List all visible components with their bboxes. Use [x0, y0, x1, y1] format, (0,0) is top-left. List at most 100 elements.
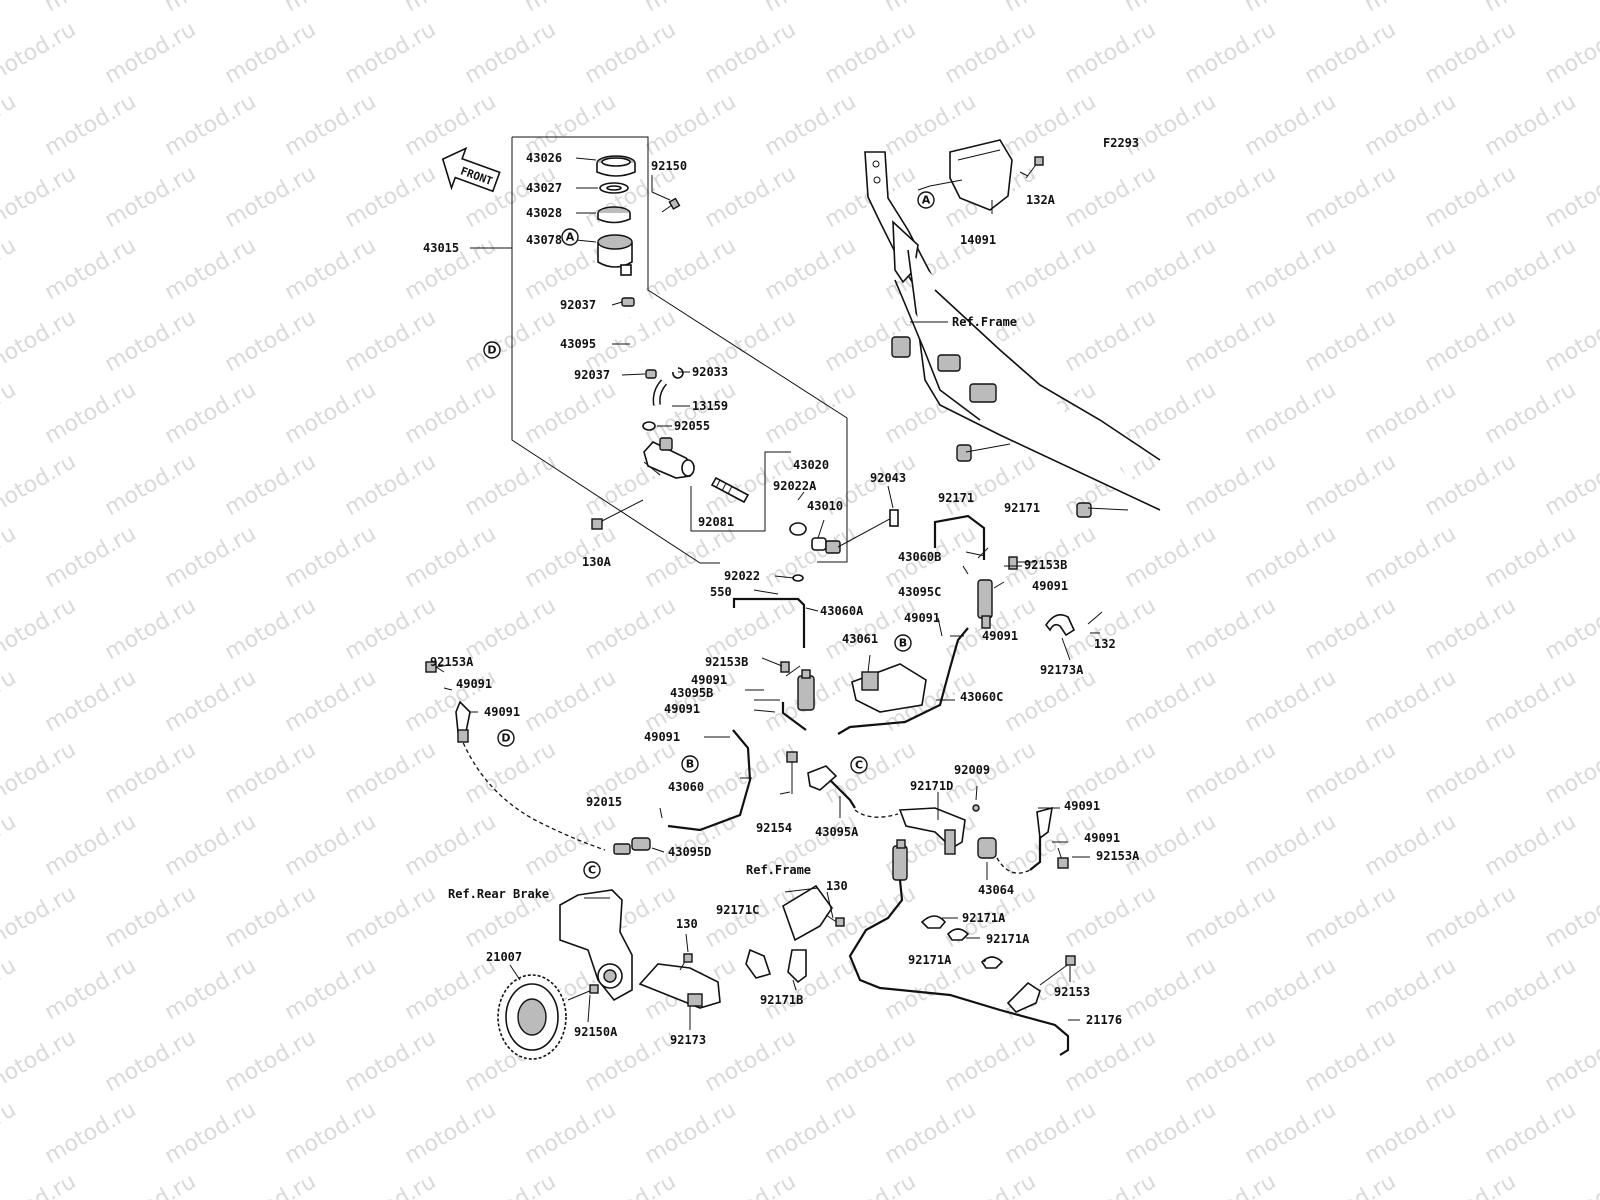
part-number: 92171A: [986, 932, 1030, 946]
part-number: 43078: [526, 233, 562, 247]
disc-21007: [497, 974, 567, 1060]
watermark-text: motod.ru: [1061, 1025, 1161, 1097]
watermark-text: motod.ru: [0, 1025, 80, 1097]
watermark-text: motod.ru: [0, 305, 80, 377]
part-number: 43020: [793, 458, 829, 472]
hose-43095: [627, 316, 645, 363]
pushrod-92081: [710, 476, 750, 504]
watermark-text: motod.ru: [41, 1097, 141, 1169]
master-cylinder-bracket: [470, 136, 848, 564]
watermark-text: motod.ru: [461, 305, 561, 377]
bolt-132A: [1025, 156, 1044, 179]
watermark-text: motod.ru: [701, 1025, 801, 1097]
part-number: 49091: [982, 629, 1018, 643]
watermark-text: motod.ru: [161, 665, 261, 737]
watermark-text: motod.ru: [401, 809, 501, 881]
watermark-text: motod.ru: [1421, 881, 1521, 953]
part-number: 43026: [526, 151, 562, 165]
watermark-text: motod.ru: [341, 593, 441, 665]
watermark-text: motod.ru: [1241, 953, 1341, 1025]
watermark-text: motod.ru: [821, 17, 921, 89]
watermark-text: motod.ru: [0, 593, 80, 665]
watermark-text: motod.ru: [0, 953, 20, 1025]
watermark-text: motod.ru: [1121, 377, 1221, 449]
part-number: 43095A: [815, 825, 859, 839]
hose-right-dashed: [996, 857, 1031, 874]
watermark-text: motod.ru: [1181, 881, 1281, 953]
watermark-text: motod.ru: [1421, 1169, 1521, 1200]
watermark-text: motod.ru: [1421, 161, 1521, 233]
watermark-text: motod.ru: [1481, 1097, 1581, 1169]
watermark-text: motod.ru: [341, 881, 441, 953]
watermark-text: motod.ru: [821, 1025, 921, 1097]
part-number: 43095B: [670, 686, 713, 700]
watermark-text: motod.ru: [401, 0, 501, 17]
watermark-text: motod.ru: [1301, 449, 1401, 521]
watermark-text: motod.ru: [1361, 0, 1461, 17]
watermark-text: motod.ru: [161, 377, 261, 449]
part-number: 130A: [582, 555, 612, 569]
reservoir-tank: [597, 234, 633, 276]
watermark-text: motod.ru: [1481, 0, 1581, 17]
watermark-text: motod.ru: [1181, 161, 1281, 233]
watermark-text: motod.ru: [101, 1169, 201, 1200]
rear-brake-bracket: [559, 889, 633, 1002]
part-number: 43010: [807, 499, 843, 513]
ring-92022A: [789, 522, 807, 536]
watermark-text: motod.ru: [1241, 521, 1341, 593]
clamp-92037-upper: [621, 297, 635, 307]
watermark-text: motod.ru: [1361, 809, 1461, 881]
watermark-text: motod.ru: [341, 1025, 441, 1097]
pin-92043: [889, 509, 899, 527]
watermark-text: motod.ru: [281, 1097, 381, 1169]
circle-marker-B-2: B: [681, 755, 699, 773]
banjo-43095D: [613, 837, 651, 855]
watermark-text: motod.ru: [1061, 593, 1161, 665]
bolt-92154: [786, 751, 798, 794]
watermark-text: motod.ru: [1541, 1025, 1600, 1097]
part-number: 92153B: [705, 655, 748, 669]
watermark-text: motod.ru: [0, 1097, 20, 1169]
watermark-text: motod.ru: [101, 305, 201, 377]
watermark-text: motod.ru: [1121, 809, 1221, 881]
watermark-text: motod.ru: [941, 1169, 1041, 1200]
watermark-text: motod.ru: [821, 1169, 921, 1200]
watermark-text: motod.ru: [101, 881, 201, 953]
watermark-text: motod.ru: [161, 89, 261, 161]
watermark-text: motod.ru: [1181, 305, 1281, 377]
watermark-text: motod.ru: [1481, 377, 1581, 449]
watermark-text: motod.ru: [0, 0, 20, 17]
watermark-text: motod.ru: [0, 233, 20, 305]
watermark-text: motod.ru: [461, 1169, 561, 1200]
clamp-92037-lower: [645, 369, 657, 379]
watermark-text: motod.ru: [161, 233, 261, 305]
watermark-text: motod.ru: [41, 89, 141, 161]
part-number: 49091: [644, 730, 680, 744]
circle-marker-D-2: D: [497, 729, 515, 747]
watermark-text: motod.ru: [41, 377, 141, 449]
part-number: 43064: [978, 883, 1014, 897]
part-number: 43060B: [898, 550, 941, 564]
watermark-text: motod.ru: [521, 377, 621, 449]
part-number: 92037: [574, 368, 610, 382]
watermark-text: motod.ru: [1241, 89, 1341, 161]
watermark-text: motod.ru: [881, 1097, 981, 1169]
part-number: 92171C: [716, 903, 759, 917]
watermark-text: motod.ru: [161, 521, 261, 593]
svg-text:C: C: [588, 864, 596, 877]
watermark-text: motod.ru: [761, 89, 861, 161]
watermark-text: motod.ru: [221, 449, 321, 521]
watermark-text: motod.ru: [1481, 233, 1581, 305]
watermark-text: motod.ru: [1361, 377, 1461, 449]
part-number: 49091: [904, 611, 940, 625]
part-number: 49091: [1064, 799, 1100, 813]
part-number: 92033: [692, 365, 728, 379]
watermark-text: motod.ru: [0, 521, 20, 593]
watermark-text: motod.ru: [401, 521, 501, 593]
watermark-text: motod.ru: [101, 737, 201, 809]
watermark-text: motod.ru: [1481, 809, 1581, 881]
watermark-text: motod.ru: [1361, 89, 1461, 161]
watermark-text: motod.ru: [41, 665, 141, 737]
watermark-text: motod.ru: [221, 737, 321, 809]
